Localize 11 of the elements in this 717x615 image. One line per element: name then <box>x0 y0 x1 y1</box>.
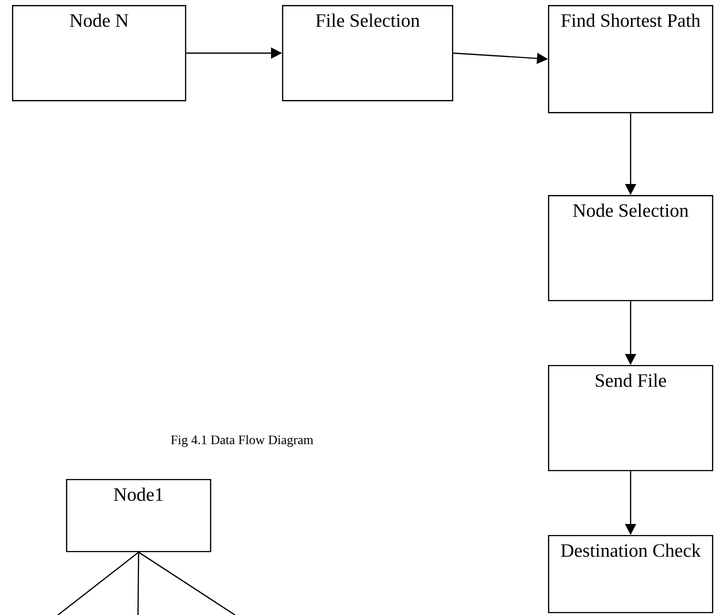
process-box: Find Shortest Path <box>548 5 714 114</box>
figure-caption: Fig 4.1 Data Flow Diagram <box>170 435 314 447</box>
process-box: Send File <box>548 364 714 472</box>
process-box: Node Selection <box>548 195 714 302</box>
connector-line <box>58 552 139 615</box>
process-box: File Selection <box>282 5 454 102</box>
process-box: Node1 <box>66 478 212 552</box>
connector-line <box>137 552 140 615</box>
connector-line <box>138 552 236 615</box>
process-box: Node N <box>12 5 186 102</box>
process-box: Destination Check <box>548 534 714 614</box>
